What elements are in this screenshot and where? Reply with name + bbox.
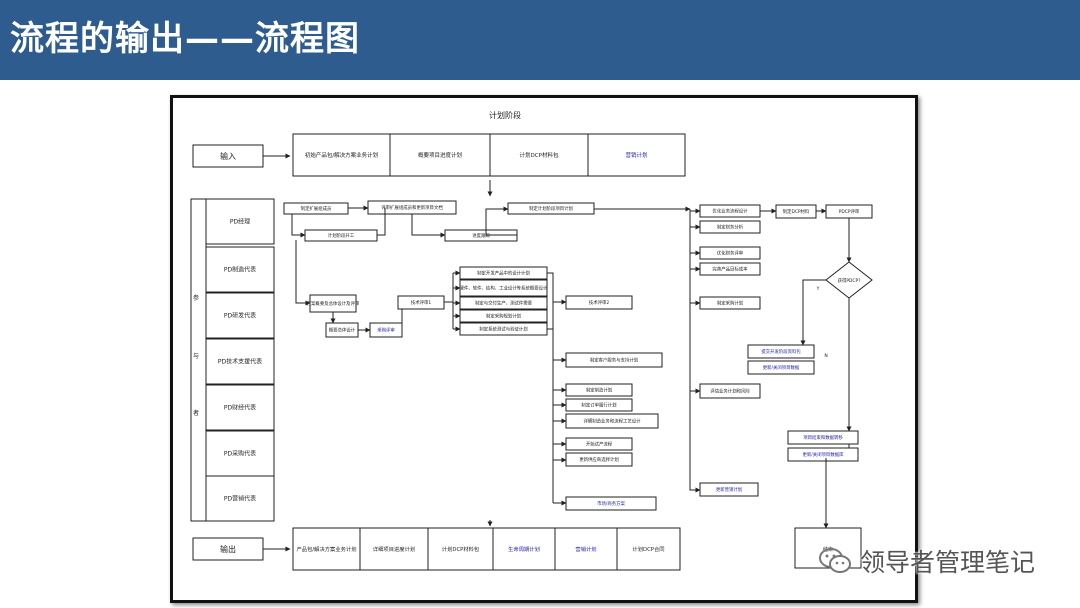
output-item-4-label: 营销计划 — [575, 545, 596, 553]
page-title: 流程的输出——流程图 — [10, 19, 360, 59]
line-b — [291, 214, 306, 238]
line-g — [295, 240, 311, 306]
task-29-label: 制定DCP材料 — [783, 208, 810, 215]
participant-char-1: 参 — [193, 294, 199, 302]
output-item-3-box — [492, 527, 556, 571]
output-item-4-box — [554, 527, 618, 571]
task-0-label: 制定扩展组成员 — [301, 205, 332, 212]
input-item-3-box — [587, 133, 686, 177]
line-e — [485, 206, 517, 236]
role-4-box — [205, 384, 275, 431]
output-item-2-box — [427, 527, 494, 571]
task-21-label: 市场/商务方案 — [597, 500, 625, 507]
task-13-label: 制定系统测试与验证计划 — [479, 326, 527, 333]
decision-no-label: N — [824, 353, 827, 359]
task-6-label: 概要总体设计 — [329, 327, 356, 334]
output-item-5-box — [616, 527, 681, 571]
role-5-label: PD采购代表 — [224, 450, 256, 458]
task-16-label: 制定制造计划 — [586, 387, 612, 394]
task-22-label: 优化业务流程设计 — [712, 208, 748, 215]
role-6-box — [205, 475, 275, 522]
task-35-label: 更新/关闭项目数据库 — [803, 451, 845, 458]
task-34-box — [787, 430, 859, 445]
task-33-label: 更新/关闭项目数据 — [763, 364, 800, 371]
task-27-label: 评估业务计划和风险 — [710, 388, 750, 395]
line-r — [689, 209, 701, 493]
input-item-2-label: 计划DCP材料包 — [520, 151, 559, 159]
decision-yes-label: Y — [816, 286, 820, 292]
decision-label: 获得PDCP? — [838, 277, 862, 284]
task-7-label: 采购评审 — [377, 327, 395, 334]
participant-char-2: 与 — [193, 352, 199, 360]
output-item-0-box — [292, 527, 361, 571]
task-2-label: 计划阶段开工 — [328, 232, 355, 239]
input-item-3-label: 营销计划 — [625, 151, 647, 159]
input-item-0-box — [292, 133, 391, 177]
task-18-label: 详细制造业务和流程工艺设计 — [583, 418, 641, 425]
output-item-3-label: 生命周期计划 — [508, 545, 540, 553]
task-8-label: 技术评审1 — [411, 299, 432, 306]
task-11-label: 制定与交付生产、测试件需要 — [475, 300, 533, 307]
role-1-box — [205, 246, 275, 293]
output-item-1-label: 详细项目进度计划 — [373, 545, 415, 553]
task-1-label: 评审扩展组成员和更新项目文档 — [381, 204, 443, 211]
stage-title: 计划阶段 — [489, 110, 521, 120]
line-d — [377, 208, 386, 236]
task-14-label: 技术评审2 — [589, 299, 610, 306]
task-24-label: 优化财务评审 — [717, 250, 744, 257]
line-c — [411, 214, 446, 238]
task-26-label: 制定采购计划 — [717, 300, 743, 307]
role-0-box — [205, 198, 275, 245]
task-30-label: PDCP评审 — [839, 208, 860, 215]
task-10-label: 硬件、软件、结构、工业设计等系统概要设计 — [460, 285, 548, 292]
role-2-label: PD研发代表 — [224, 312, 256, 320]
input-item-2-box — [489, 133, 589, 177]
participant-bracket — [190, 198, 207, 522]
task-20-label: 更新供应商选择计划 — [579, 456, 619, 463]
output-item-2-label: 计划DCP材料包 — [442, 545, 480, 553]
watermark-text: 领导者管理笔记 — [860, 548, 1036, 577]
watermark: 领导者管理笔记 — [818, 540, 1035, 582]
line-w — [800, 279, 826, 346]
output-item-0-label: 产品包/解决方案业务计划 — [296, 545, 356, 553]
task-17-label: 制定订单履行计划 — [581, 402, 616, 409]
input-item-1-box — [389, 133, 491, 177]
task-4-label: 制定计划阶段项目计划 — [529, 205, 573, 212]
input-item-0-label: 初始产品包/解决方案业务计划 — [305, 151, 378, 159]
task-33-box — [747, 360, 815, 375]
input-label-box-label: 输入 — [220, 151, 236, 161]
role-4-label: PD财经代表 — [224, 404, 256, 412]
task-3-label: 进度跟踪 — [472, 232, 490, 239]
role-3-box — [205, 338, 275, 385]
task-5-label: 方案概要及总体设计及评审 — [307, 300, 360, 307]
role-0-label: PD经理 — [230, 218, 250, 226]
task-19-label: 开始试产流程 — [586, 441, 613, 448]
task-12-label: 制定采购规划计划 — [486, 313, 521, 320]
input-item-1-label: 概要项目进度计划 — [418, 151, 462, 159]
wechat-icon — [819, 548, 851, 573]
role-3-label: PD技术支援代表 — [218, 358, 262, 366]
task-15-label: 制定客户服务与支持计划 — [590, 357, 638, 364]
task-32-label: 提交开发阶段资料包 — [761, 348, 801, 355]
task-25-label: 完善产品目标成本 — [712, 266, 748, 273]
role-6-label: PD营销代表 — [224, 495, 256, 503]
participant-char-3: 者 — [193, 410, 199, 417]
task-34-label: 项目结束和数据转移 — [803, 434, 843, 441]
line-n — [547, 272, 554, 330]
role-2-box — [205, 292, 275, 339]
role-1-label: PD制造代表 — [224, 266, 256, 274]
task-23-label: 制定财务分析 — [717, 224, 744, 231]
task-9-label: 制定开发产品中的设计计划 — [477, 270, 530, 277]
output-label-box-label: 输出 — [220, 544, 236, 554]
role-5-box — [205, 430, 275, 477]
header-bar: 流程的输出——流程图 — [0, 0, 1080, 80]
task-28-label: 更新营销计划 — [716, 486, 742, 493]
output-item-5-label: 计划DCP合同 — [632, 545, 664, 553]
task-35-box — [787, 447, 859, 462]
task-32-box — [747, 344, 815, 359]
